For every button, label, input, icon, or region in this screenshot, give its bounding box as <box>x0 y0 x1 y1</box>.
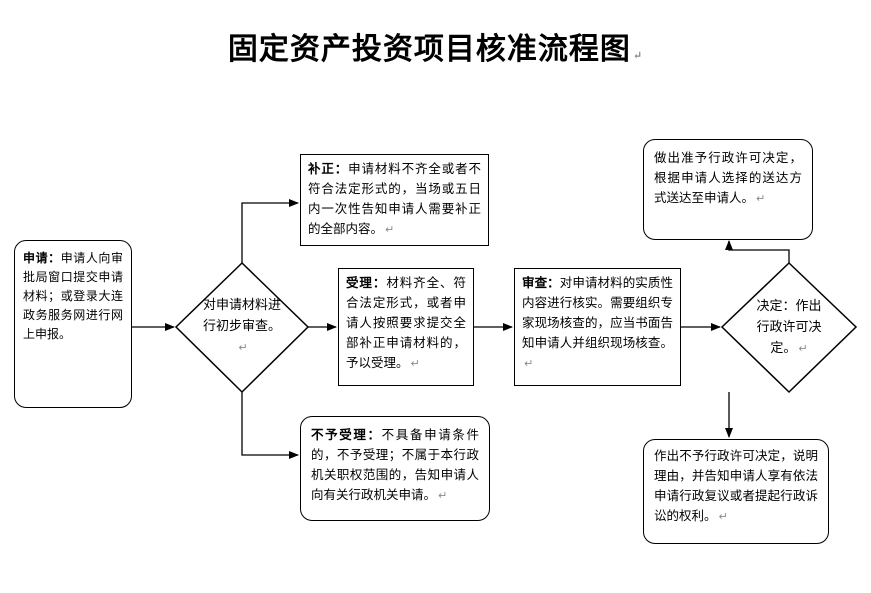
review-text: 对申请材料的实质性内容进行核实。需要组织专家现场核查的，应当书面告知申请人并组织… <box>522 275 673 350</box>
page-title: 固定资产投资项目核准流程图↵ <box>227 32 644 67</box>
apply-box: 申请：申请人向审批局窗口提交申请材料；或登录大连政务服务网进行网上申报。 <box>14 240 132 408</box>
apply-text: 申请人向审批局窗口提交申请材料；或登录大连政务服务网进行网上申报。 <box>23 251 123 341</box>
approve-text: 做出准予行政许可决定，根据申请人选择的送达方式送达至申请人。 <box>654 150 802 205</box>
correct-label: 补正： <box>308 161 349 176</box>
correct-box: 补正：申请材料不齐全或者不符合法定形式的，当场或五日内一次性告知申请人需要补正的… <box>300 154 489 246</box>
apply-label: 申请： <box>23 251 61 265</box>
decision-diamond <box>720 261 858 394</box>
review-box: 审查：对申请材料的实质性内容进行核实。需要组织专家现场核查的，应当书面告知申请人… <box>514 268 681 386</box>
accept-box: 受理：材料齐全、符合法定形式，或者申请人按照要求提交全部补正申请材料的，予以受理… <box>338 268 474 386</box>
initial-review-text: 对申请材料进行初步审查。↵ <box>202 298 281 354</box>
approve-box: 做出准予行政许可决定，根据申请人选择的送达方式送达至申请人。↵ <box>643 139 813 240</box>
reject-label: 不予受理： <box>311 427 382 442</box>
reject-text: 不具备申请条件的，不予受理；不属于本行政机关职权范围的，告知申请人向有关行政机关… <box>311 427 479 502</box>
arrow-decide-to-approve <box>725 240 790 263</box>
correct-text: 申请材料不齐全或者不符合法定形式的，当场或五日内一次性告知申请人需要补正的全部内… <box>308 161 481 236</box>
deny-box: 作出不予行政许可决定，说明理由，并告知申请人享有依法申请行政复议或者提起行政诉讼… <box>643 439 829 544</box>
decision-text: 决定：作出行政许可决定。↵ <box>756 299 822 356</box>
arrow-initial-to-correct <box>241 199 299 263</box>
deny-text: 作出不予行政许可决定，说明理由，并告知申请人享有依法申请行政复议或者提起行政诉讼… <box>654 448 818 523</box>
review-label: 审查： <box>522 275 560 290</box>
arrow-initial-to-reject <box>241 392 299 459</box>
reject-box: 不予受理：不具备申请条件的，不予受理；不属于本行政机关职权范围的，告知申请人向有… <box>300 416 490 521</box>
accept-label: 受理： <box>346 275 387 290</box>
accept-text: 材料齐全、符合法定形式，或者申请人按照要求提交全部补正申请材料的，予以受理。 <box>346 275 466 370</box>
